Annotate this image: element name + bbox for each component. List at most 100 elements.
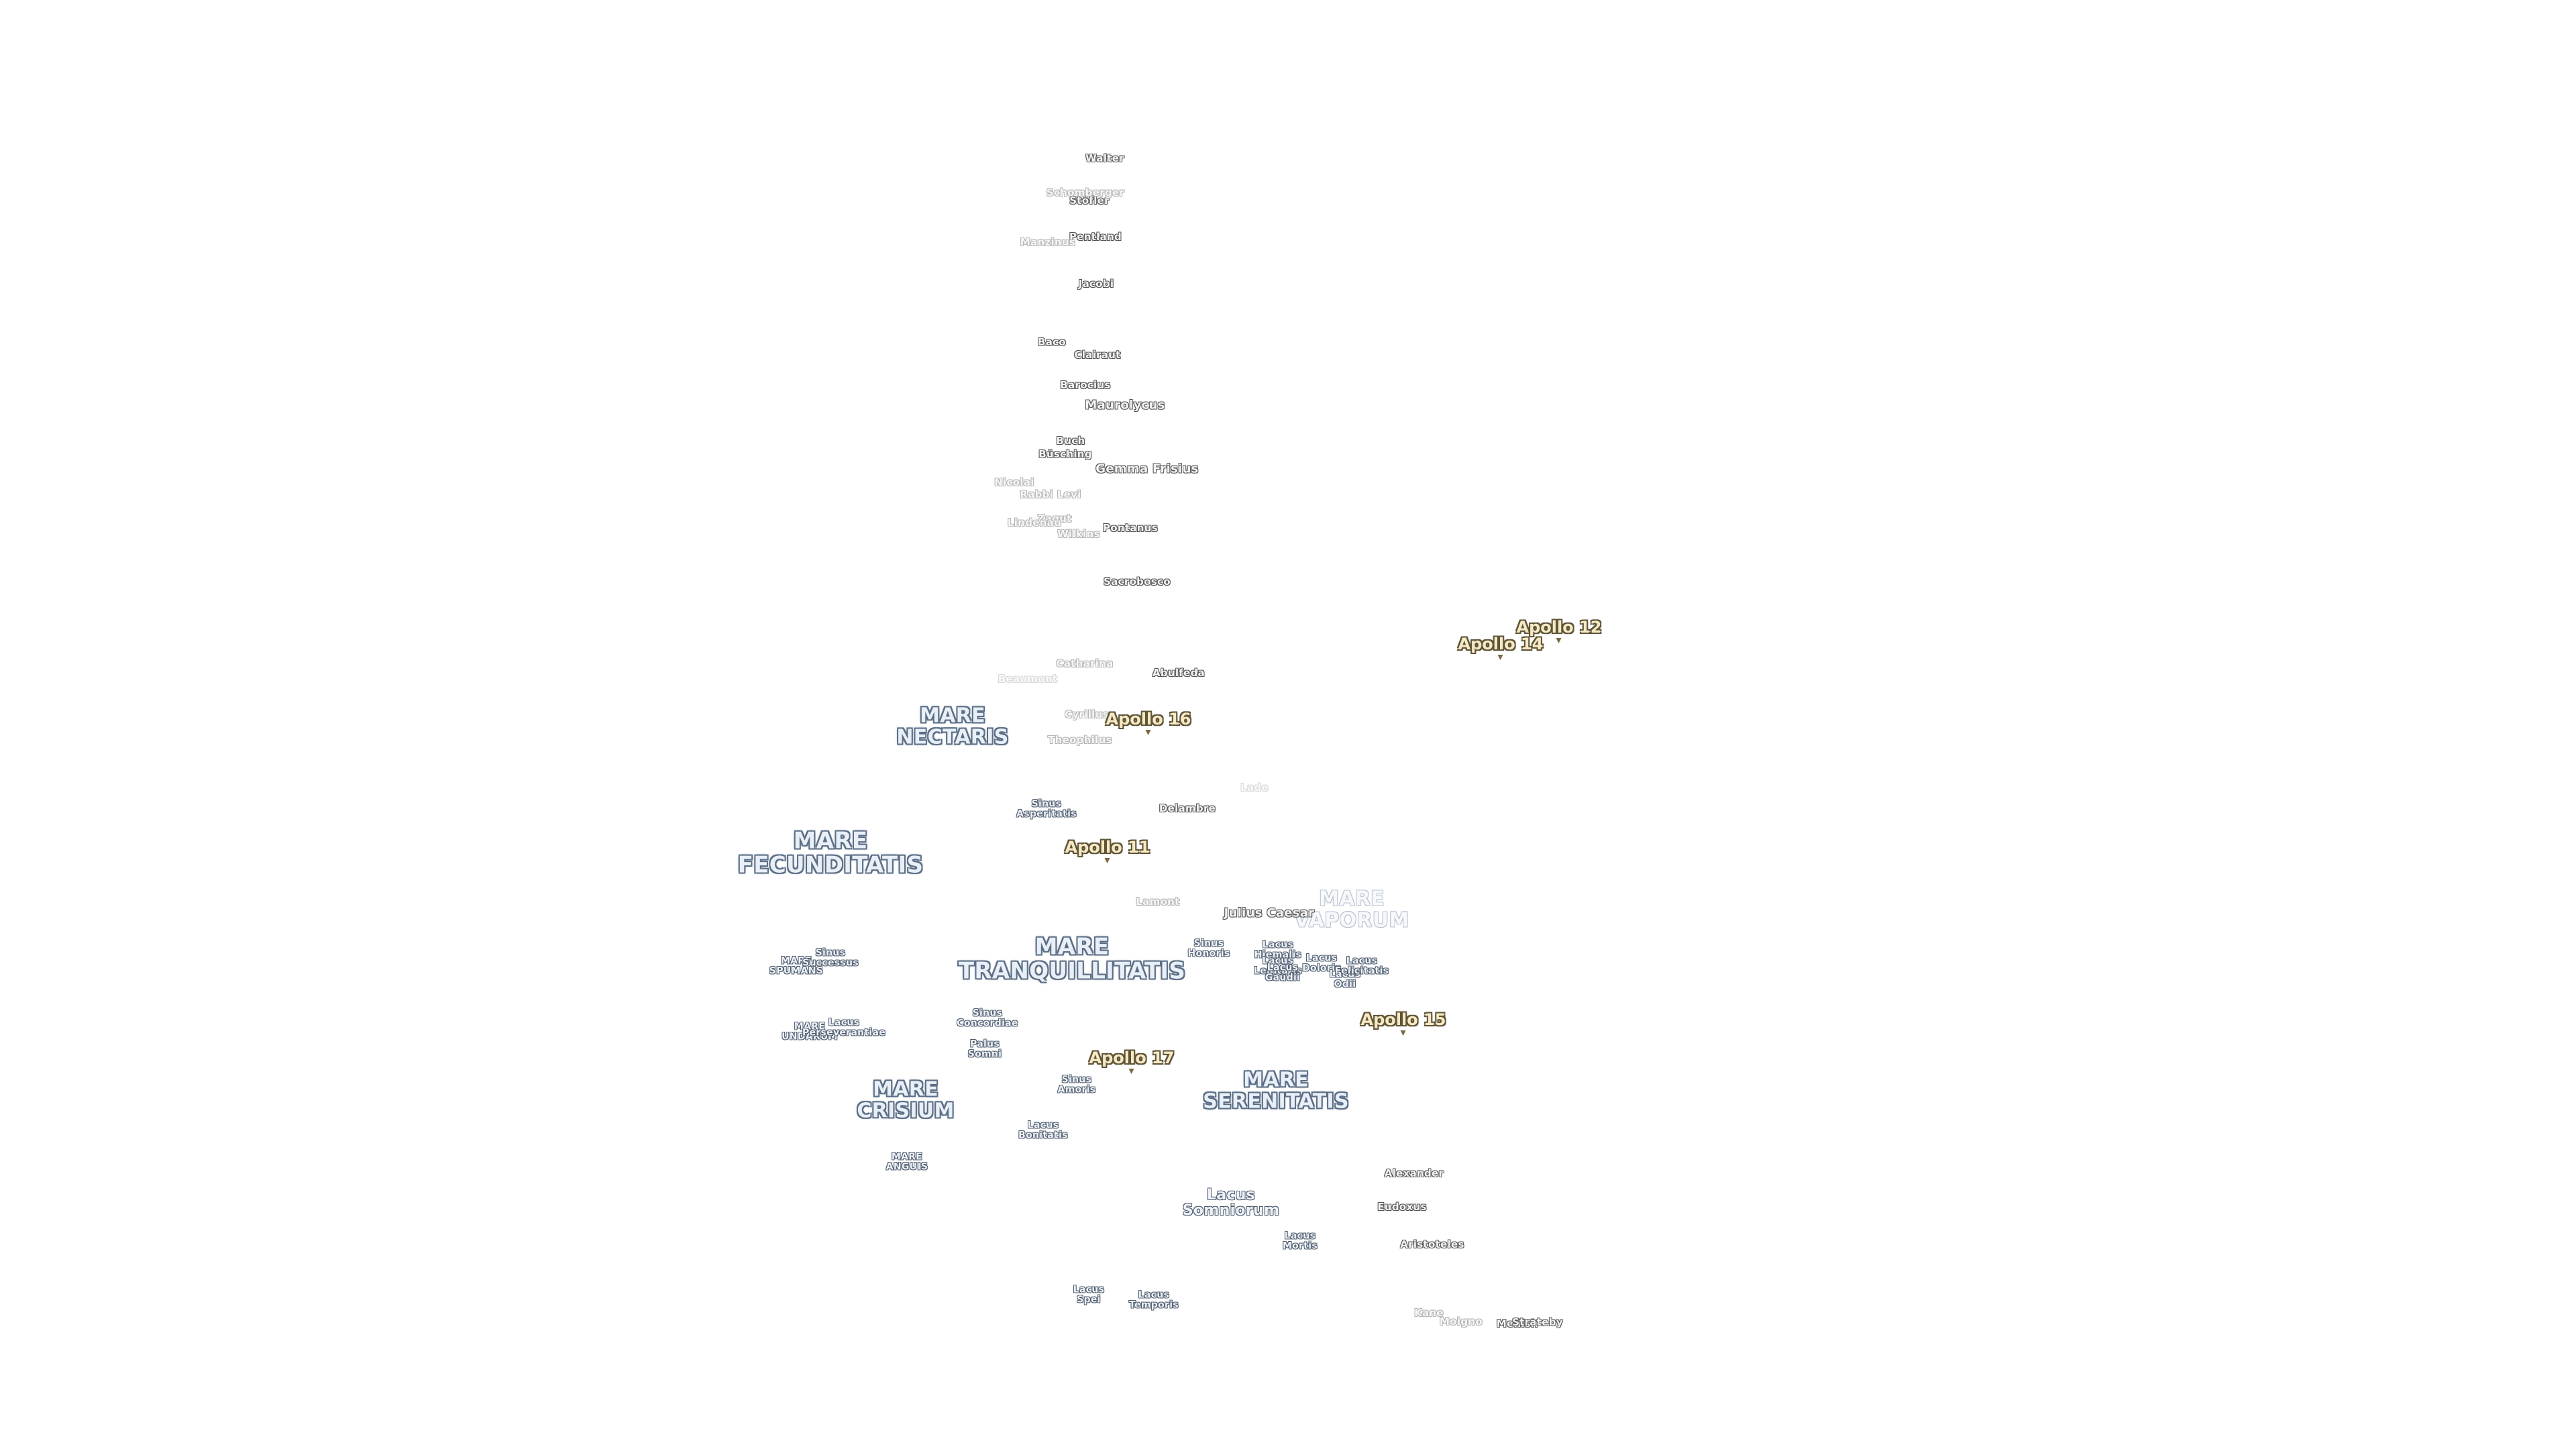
feature-label-label-line: Lacus	[1329, 969, 1361, 980]
crater-label-eudoxus[interactable]: Eudoxus	[1377, 1201, 1427, 1214]
crater-label-gemma-frisius[interactable]: Gemma Frisius	[1095, 462, 1199, 476]
feature-label-label-line: Sinus	[1031, 798, 1062, 810]
landing-site-label: Apollo 17	[1089, 1049, 1175, 1067]
sea-label-label-line: MARE	[794, 1021, 826, 1032]
sea-label-label-line: SERENITATIS	[1203, 1089, 1349, 1113]
crater-label-clairaut[interactable]: Clairaut	[1074, 349, 1121, 362]
crater-label-zagut[interactable]: Zagut	[1037, 513, 1072, 525]
crater-label-manzinus[interactable]: Manzinus	[1020, 236, 1076, 249]
sea-label-label-line: SPUMANS	[769, 965, 824, 976]
landing-site-apollo-11[interactable]: Apollo 11	[1065, 838, 1150, 863]
landing-site-apollo-15[interactable]: Apollo 15	[1361, 1010, 1446, 1036]
crater-label-aristoteles[interactable]: Aristoteles	[1400, 1238, 1464, 1251]
crater-label-strateby[interactable]: Strateby	[1512, 1316, 1563, 1329]
feature-label-label-line: Lacus	[1262, 955, 1294, 967]
sea-label-label-line: MARE	[891, 1151, 923, 1163]
crater-label-lamont[interactable]: Lamont	[1136, 896, 1180, 908]
crater-label-jacobi[interactable]: Jacobi	[1078, 278, 1114, 290]
feature-label-label-line: Amoris	[1057, 1084, 1096, 1095]
crater-label-walter[interactable]: Walter	[1085, 152, 1124, 165]
crater-label-alexander[interactable]: Alexander	[1384, 1167, 1444, 1180]
feature-label-label-line: Lenitatis	[1254, 965, 1302, 976]
feature-label-label-line: Sinus	[1061, 1074, 1092, 1085]
crater-label-julius-caesar[interactable]: Julius Caesar	[1224, 906, 1315, 920]
crater-label-catharina[interactable]: Catharina	[1056, 657, 1114, 670]
crater-label-nicolai[interactable]: Nicolai	[994, 476, 1034, 489]
crater-label-mellish[interactable]: Mellish	[1496, 1318, 1539, 1330]
landing-site-apollo-16[interactable]: Apollo 16	[1106, 710, 1191, 735]
sea-label-label-line: UNDARUM	[782, 1031, 838, 1042]
crater-label-cyrillus[interactable]: Cyrillus	[1065, 708, 1109, 721]
landing-site-label: Apollo 11	[1065, 838, 1150, 857]
landing-site-label: Apollo 12	[1516, 618, 1602, 637]
crater-label-maurolycus[interactable]: Maurolycus	[1085, 398, 1165, 413]
landing-site-label: Apollo 14	[1458, 635, 1544, 653]
landing-pin-icon	[1105, 858, 1110, 863]
landing-pin-icon	[1498, 655, 1503, 660]
sea-label-label-line: VAPORUM	[1294, 908, 1409, 932]
landing-pin-icon	[1556, 638, 1562, 643]
feature-label-label-line: Lacus	[1267, 962, 1299, 973]
crater-label-baco[interactable]: Baco	[1038, 336, 1066, 349]
crater-label-moigno[interactable]: Moigno	[1440, 1316, 1483, 1328]
crater-label-delambre[interactable]: Delambre	[1159, 802, 1216, 815]
landing-site-apollo-14[interactable]: Apollo 14	[1458, 635, 1544, 660]
crater-label-lindenau[interactable]: Lindenau	[1007, 517, 1062, 529]
feature-label-label-line: Sinus	[815, 947, 846, 959]
feature-label-label-line: Lacus	[1027, 1120, 1059, 1131]
crater-label-barocius[interactable]: Barocius	[1060, 379, 1111, 392]
crater-label-abulfeda[interactable]: Abulfeda	[1152, 667, 1205, 680]
crater-label-buch[interactable]: Buch	[1056, 435, 1085, 447]
crater-label-schomberger[interactable]: Schomberger	[1046, 186, 1125, 199]
sea-label-label-line: ANGUIS	[885, 1161, 928, 1172]
landing-site-apollo-12[interactable]: Apollo 12	[1516, 618, 1602, 643]
crater-label-pentland[interactable]: Pentland	[1069, 231, 1122, 244]
feature-label-label-line: Successus	[802, 957, 859, 968]
crater-label-kane[interactable]: Kane	[1414, 1307, 1444, 1320]
crater-label-sacrobosco[interactable]: Sacrobosco	[1104, 576, 1171, 588]
sea-label-label-line: MARE	[793, 827, 868, 855]
crater-label-wilkins[interactable]: Wilkins	[1057, 528, 1100, 541]
crater-label-stofler[interactable]: Stöfler	[1069, 195, 1110, 207]
crater-label-theophilus[interactable]: Theophilus	[1048, 734, 1112, 747]
sea-label-label-line: MARE	[1034, 933, 1110, 961]
feature-label-label-line: Felicitatis	[1334, 965, 1389, 976]
crater-label-pontanus[interactable]: Pontanus	[1103, 522, 1158, 535]
landing-pin-icon	[1129, 1069, 1134, 1074]
crater-label-lade[interactable]: Lade	[1240, 782, 1269, 794]
crater-label-rabbi-levi[interactable]: Rabbi Levi	[1020, 488, 1081, 501]
feature-label-label-line: Mortis	[1282, 1240, 1318, 1251]
crater-label-beaumont[interactable]: Beaumont	[998, 673, 1058, 686]
crater-label-busching[interactable]: Büsching	[1038, 448, 1092, 461]
landing-site-apollo-17[interactable]: Apollo 17	[1089, 1049, 1175, 1074]
sea-label-label-line: FECUNDITATIS	[737, 851, 924, 878]
